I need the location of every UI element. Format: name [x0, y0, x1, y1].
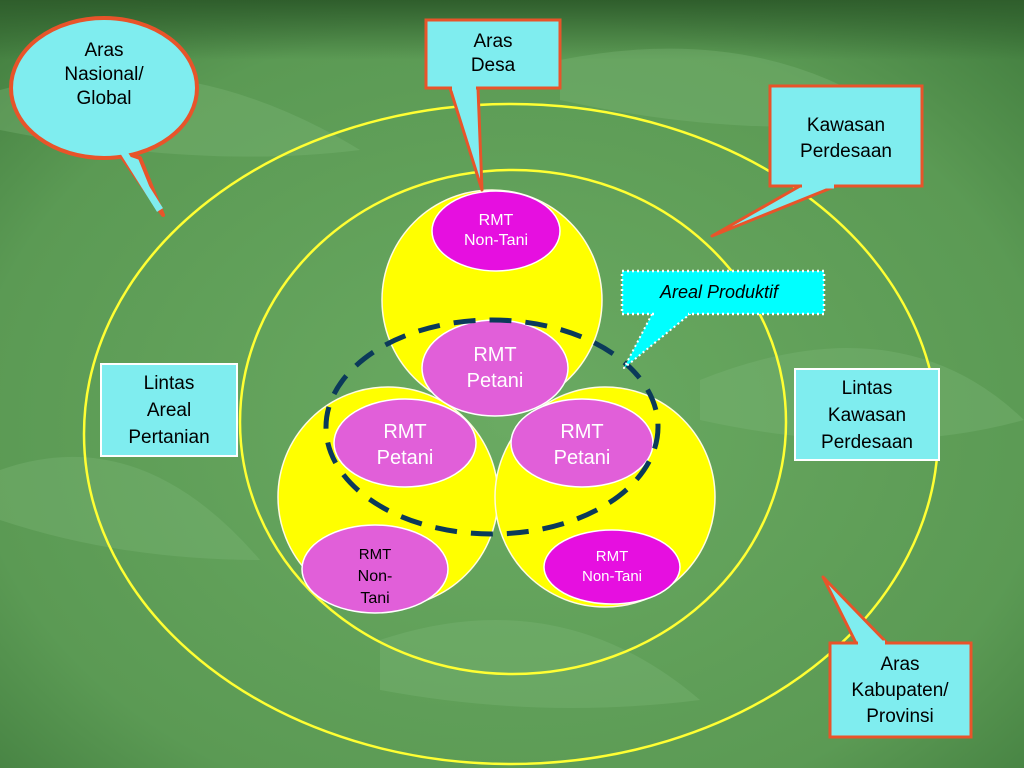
aras-kabupaten-line1: Aras	[880, 654, 919, 675]
lintas-areal-line1: Lintas	[144, 373, 195, 394]
rmt-nontani-right-line1: RMT	[596, 548, 629, 565]
rmt-nontani-left-line3: Tani	[360, 590, 389, 607]
middle-ring-kawasan	[238, 168, 788, 676]
rmt-nontani-top-line2: Non-Tani	[464, 232, 528, 249]
rmt-nontani-top	[431, 190, 561, 272]
rmt-petani-left	[333, 398, 477, 488]
rmt-petani-right-line2: Petani	[554, 447, 611, 469]
aras-nasional-line1: Aras	[84, 40, 123, 61]
rmt-nontani-left-line2: Non-	[358, 568, 393, 585]
rmt-petani-left-line2: Petani	[377, 447, 434, 469]
aras-kabupaten-line2: Kabupaten/	[851, 680, 949, 701]
lintas-kawasan-line1: Lintas	[842, 378, 893, 399]
aras-desa-line2: Desa	[471, 55, 516, 76]
kawasan-perdesaan-line2: Perdesaan	[800, 141, 892, 162]
rmt-nontani-left-line1: RMT	[359, 546, 392, 563]
rmt-petani-right-line1: RMT	[560, 421, 603, 443]
areal-produktif-label: Areal Produktif	[659, 282, 780, 302]
lintas-kawasan-line3: Perdesaan	[821, 432, 913, 453]
kawasan-perdesaan-line1: Kawasan	[807, 115, 885, 136]
areal-produktif-boundary	[323, 317, 661, 537]
aras-nasional-line2: Nasional/	[64, 64, 144, 85]
aras-kabupaten-line3: Provinsi	[866, 706, 934, 727]
rmt-nontani-right	[543, 529, 681, 605]
lintas-areal-line2: Areal	[147, 400, 191, 421]
rmt-petani-left-line1: RMT	[383, 421, 426, 443]
rmt-petani-top-line2: Petani	[467, 370, 524, 392]
rmt-petani-right	[510, 398, 654, 488]
rmt-nontani-left	[301, 524, 449, 614]
callout-areal-produktif: Areal Produktif	[620, 269, 826, 369]
rmt-nontani-right-line2: Non-Tani	[582, 568, 642, 585]
rmt-nontani-top-line1: RMT	[479, 212, 514, 229]
rmt-petani-top	[421, 319, 569, 417]
lintas-kawasan-line2: Kawasan	[828, 405, 906, 426]
rmt-petani-top-line1: RMT	[473, 344, 516, 366]
aras-desa-line1: Aras	[473, 31, 512, 52]
aras-nasional-line3: Global	[77, 88, 132, 109]
lintas-areal-line3: Pertanian	[128, 427, 209, 448]
